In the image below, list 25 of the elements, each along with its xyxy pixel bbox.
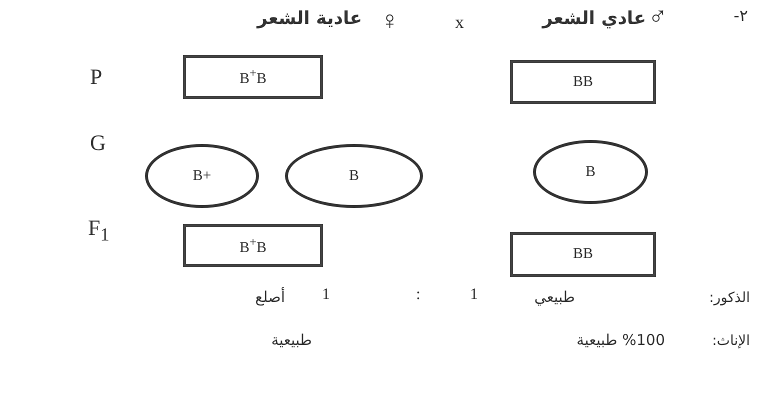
gamete-ellipse: B xyxy=(285,144,423,208)
ratio-number: 1 xyxy=(322,286,330,304)
row-heading: الذكور: xyxy=(709,290,750,306)
generation-label: F$_{1}$ xyxy=(88,215,110,246)
phenotype-text: طبيعية xyxy=(271,331,312,349)
question-number: ٢- xyxy=(734,6,748,25)
phenotype-text: %100 طبيعية xyxy=(576,331,665,349)
gamete-ellipse: B xyxy=(533,140,648,204)
genotype-box: B$^{+}$B xyxy=(183,224,323,267)
genotype-box: BB xyxy=(510,60,656,104)
phenotype-heading: عادية الشعر xyxy=(257,8,362,29)
genotype-box: B$^{+}$B xyxy=(183,55,323,99)
female-symbol: ♀ xyxy=(380,6,400,36)
row-heading: الإناث: xyxy=(712,333,750,349)
cross-sign: x xyxy=(455,12,464,33)
phenotype-text: أصلع xyxy=(255,288,285,306)
ratio-colon: : xyxy=(416,286,420,304)
gamete-ellipse: B+ xyxy=(145,144,259,208)
generation-label: P xyxy=(90,64,102,90)
male-symbol: ♂ xyxy=(648,2,668,32)
ratio-number: 1 xyxy=(470,286,478,304)
phenotype-heading: عادي الشعر xyxy=(542,8,646,29)
genotype-box: BB xyxy=(510,232,656,277)
generation-label: G xyxy=(90,130,106,156)
phenotype-text: طبيعي xyxy=(534,288,575,306)
